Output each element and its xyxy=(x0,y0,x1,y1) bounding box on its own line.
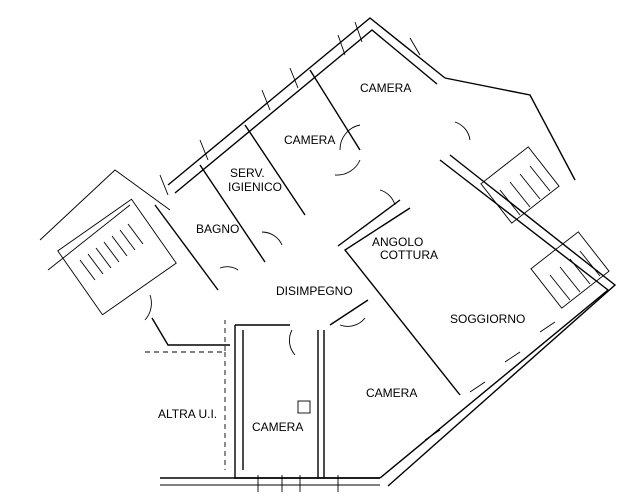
label-bagno: BAGNO xyxy=(196,222,239,236)
window-ticks xyxy=(159,21,556,492)
label-camera-top: CAMERA xyxy=(360,81,411,95)
label-camera-mid: CAMERA xyxy=(284,133,335,147)
label-serv-igienico-1: SERV. xyxy=(230,166,265,180)
label-angolo-cottura-2: COTTURA xyxy=(380,248,438,262)
label-disimpegno: DISIMPEGNO xyxy=(276,284,353,298)
label-angolo-cottura-1: ANGOLO xyxy=(372,235,423,249)
label-altra-ui: ALTRA U.I. xyxy=(158,407,217,421)
label-soggiorno: SOGGIORNO xyxy=(450,312,525,326)
label-camera-left-bottom: CAMERA xyxy=(252,420,303,434)
room-labels: CAMERA CAMERA SERV. IGIENICO BAGNO ANGOL… xyxy=(158,81,525,434)
interior-walls xyxy=(39,69,610,478)
label-camera-right-bottom: CAMERA xyxy=(366,386,417,400)
label-serv-igienico-2: IGIENICO xyxy=(228,180,282,194)
